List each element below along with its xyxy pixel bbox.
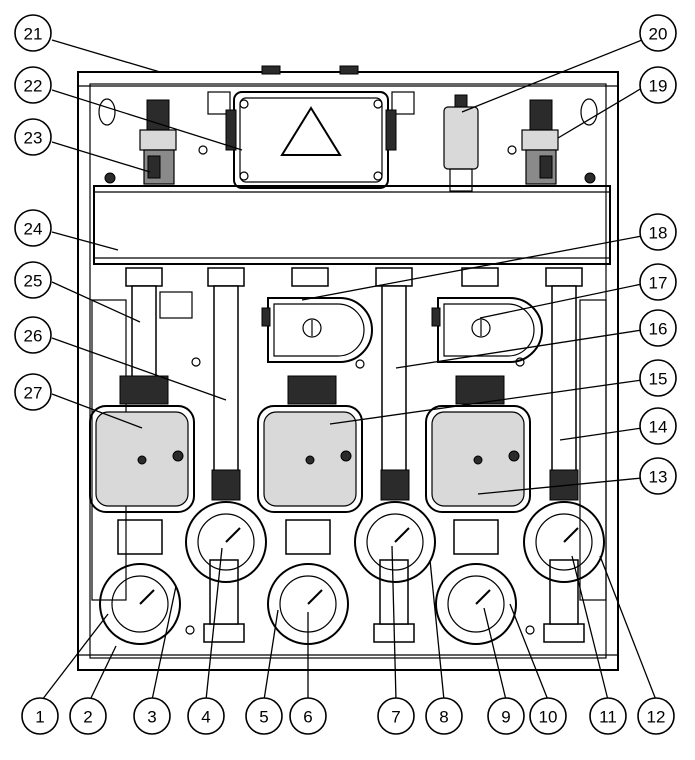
svg-text:11: 11 bbox=[599, 708, 617, 727]
svg-text:16: 16 bbox=[649, 320, 668, 339]
callout-24: 24 bbox=[14, 209, 52, 247]
svg-text:4: 4 bbox=[201, 708, 210, 727]
svg-text:14: 14 bbox=[649, 418, 668, 437]
callout-2: 2 bbox=[69, 697, 107, 735]
callout-8: 8 bbox=[425, 697, 463, 735]
callout-18: 18 bbox=[639, 213, 677, 251]
circulation-pump-2 bbox=[257, 375, 363, 513]
keyhole-left bbox=[98, 98, 116, 126]
svg-text:18: 18 bbox=[649, 224, 668, 243]
svg-text:8: 8 bbox=[439, 708, 448, 727]
svg-text:3: 3 bbox=[147, 708, 156, 727]
svg-text:7: 7 bbox=[391, 708, 400, 727]
svg-text:15: 15 bbox=[649, 370, 668, 389]
callouts: 21 22 23 24 25 26 27 20 19 18 17 16 15 1… bbox=[14, 14, 677, 735]
callout-13: 13 bbox=[639, 457, 677, 495]
ball-valve-right bbox=[521, 99, 559, 185]
callout-27: 27 bbox=[14, 373, 52, 411]
callout-11: 11 bbox=[589, 697, 627, 735]
thermometer-valve-knobs bbox=[99, 469, 605, 645]
junction-box bbox=[207, 91, 415, 189]
callout-21: 21 bbox=[14, 14, 52, 52]
callout-19: 19 bbox=[639, 66, 677, 104]
callout-23: 23 bbox=[14, 118, 52, 156]
leader-lines bbox=[41, 39, 657, 701]
svg-text:26: 26 bbox=[24, 327, 43, 346]
svg-text:21: 21 bbox=[24, 25, 43, 44]
callout-3: 3 bbox=[133, 697, 171, 735]
svg-text:1: 1 bbox=[35, 708, 44, 727]
svg-text:25: 25 bbox=[24, 272, 43, 291]
svg-text:24: 24 bbox=[24, 220, 43, 239]
svg-text:17: 17 bbox=[649, 274, 668, 293]
callout-4: 4 bbox=[187, 697, 225, 735]
svg-text:9: 9 bbox=[501, 708, 510, 727]
callout-1: 1 bbox=[21, 697, 59, 735]
warning-triangle-icon bbox=[280, 106, 342, 156]
svg-text:10: 10 bbox=[539, 708, 558, 727]
ball-valve-left bbox=[139, 99, 177, 185]
callout-9: 9 bbox=[487, 697, 525, 735]
mixing-valve-actuator-left bbox=[261, 297, 373, 363]
callout-25: 25 bbox=[14, 261, 52, 299]
svg-text:2: 2 bbox=[83, 708, 92, 727]
manifold bbox=[93, 185, 611, 265]
keyhole-right bbox=[580, 98, 598, 126]
cabinet-frame bbox=[77, 65, 619, 671]
mounting-screws bbox=[104, 145, 596, 635]
svg-text:27: 27 bbox=[24, 384, 43, 403]
callout-14: 14 bbox=[639, 407, 677, 445]
callout-6: 6 bbox=[289, 697, 327, 735]
svg-text:23: 23 bbox=[24, 129, 43, 148]
svg-text:22: 22 bbox=[24, 77, 43, 96]
svg-text:6: 6 bbox=[303, 708, 312, 727]
svg-text:12: 12 bbox=[647, 708, 666, 727]
circulation-pump-1 bbox=[89, 375, 195, 513]
callout-12: 12 bbox=[637, 697, 675, 735]
callout-22: 22 bbox=[14, 66, 52, 104]
callout-5: 5 bbox=[245, 697, 283, 735]
callout-17: 17 bbox=[639, 263, 677, 301]
mixing-valve-actuator-right bbox=[431, 297, 543, 363]
svg-text:20: 20 bbox=[649, 25, 668, 44]
callout-16: 16 bbox=[639, 309, 677, 347]
circulation-pump-3 bbox=[425, 375, 531, 513]
svg-text:5: 5 bbox=[259, 708, 268, 727]
svg-text:19: 19 bbox=[649, 77, 668, 96]
air-vent bbox=[443, 94, 479, 192]
callout-26: 26 bbox=[14, 316, 52, 354]
svg-text:13: 13 bbox=[649, 468, 668, 487]
callout-15: 15 bbox=[639, 359, 677, 397]
callout-20: 20 bbox=[639, 14, 677, 52]
callout-7: 7 bbox=[377, 697, 415, 735]
callout-10: 10 bbox=[529, 697, 567, 735]
